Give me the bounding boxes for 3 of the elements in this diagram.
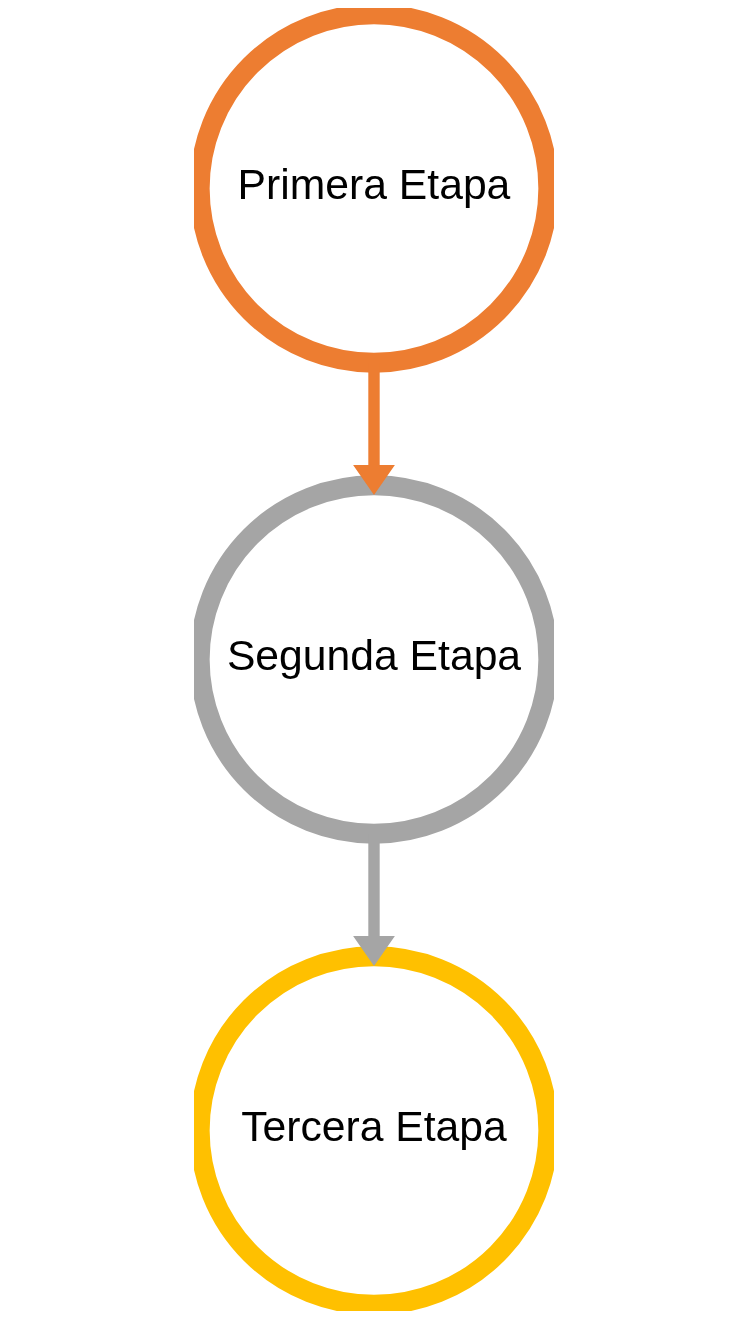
node-circle: Tercera Etapa <box>194 946 554 1311</box>
node-circle: Segunda Etapa <box>194 475 554 844</box>
node-circle: Primera Etapa <box>194 8 554 373</box>
